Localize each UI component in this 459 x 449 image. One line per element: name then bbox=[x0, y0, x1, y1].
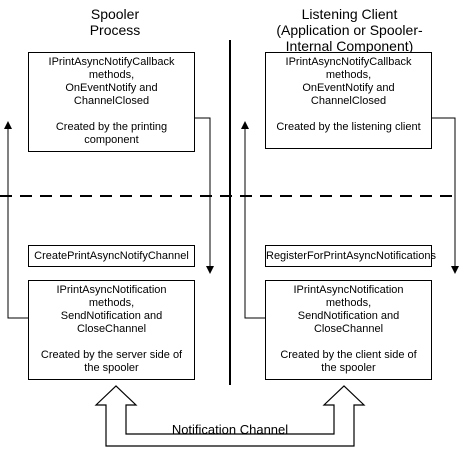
box-line: the spooler bbox=[84, 362, 139, 374]
box-line: methods, bbox=[325, 297, 372, 309]
box-line bbox=[266, 108, 431, 121]
box-line: Created by the client side of bbox=[280, 349, 417, 361]
box-line: IPrintAsyncNotifyCallback bbox=[48, 56, 175, 68]
right-up-arrow bbox=[241, 121, 265, 319]
box-line: methods, bbox=[325, 69, 372, 81]
box-line: CloseChannel bbox=[76, 323, 147, 335]
box-line: methods, bbox=[88, 297, 135, 309]
create-channel-box: CreatePrintAsyncNotifyChannel bbox=[28, 245, 195, 267]
client-notification-box: IPrintAsyncNotification methods, SendNot… bbox=[265, 280, 432, 380]
box-line: Created by the printing bbox=[55, 121, 168, 133]
box-line: ChannelClosed bbox=[73, 95, 150, 107]
box-line: methods, bbox=[88, 69, 135, 81]
box-line: OnEventNotify and bbox=[65, 82, 158, 94]
notification-channel-arrow bbox=[94, 385, 366, 447]
right-down-arrow bbox=[431, 117, 459, 274]
title-line: Listening Client bbox=[301, 6, 398, 22]
box-line: SendNotification and bbox=[60, 310, 163, 322]
listening-client-title: Listening Client (Application or Spooler… bbox=[262, 6, 437, 54]
box-line: IPrintAsyncNotification bbox=[56, 284, 167, 296]
spooler-notification-box: IPrintAsyncNotification methods, SendNot… bbox=[28, 280, 195, 380]
left-down-arrow bbox=[194, 117, 214, 274]
title-line: (Application or Spooler- bbox=[276, 22, 423, 38]
register-notifications-box: RegisterForPrintAsyncNotifications bbox=[265, 245, 436, 267]
spooler-callback-box: IPrintAsyncNotifyCallback methods, OnEve… bbox=[28, 52, 195, 152]
box-line: OnEventNotify and bbox=[302, 82, 395, 94]
box-line: Created by the server side of bbox=[40, 349, 183, 361]
box-line: RegisterForPrintAsyncNotifications bbox=[266, 250, 436, 262]
box-line bbox=[29, 108, 194, 121]
box-line: IPrintAsyncNotification bbox=[293, 284, 404, 296]
box-line bbox=[29, 336, 194, 349]
box-line: the spooler bbox=[321, 362, 376, 374]
box-line: ChannelClosed bbox=[310, 95, 387, 107]
title-line: Process bbox=[89, 22, 141, 38]
box-line bbox=[266, 336, 431, 349]
box-line: IPrintAsyncNotifyCallback bbox=[285, 56, 412, 68]
title-line: Internal Component) bbox=[285, 38, 414, 54]
title-line: Spooler bbox=[90, 6, 140, 22]
left-up-arrow bbox=[4, 121, 28, 319]
box-line: SendNotification and bbox=[297, 310, 400, 322]
notification-channel-label: Notification Channel bbox=[171, 422, 289, 437]
box-line: CreatePrintAsyncNotifyChannel bbox=[34, 250, 189, 262]
box-line: Created by the listening client bbox=[276, 121, 421, 133]
box-line: component bbox=[84, 134, 139, 146]
spooler-process-title: Spooler Process bbox=[55, 6, 175, 38]
client-callback-box: IPrintAsyncNotifyCallback methods, OnEve… bbox=[265, 52, 432, 149]
box-line: CloseChannel bbox=[313, 323, 384, 335]
